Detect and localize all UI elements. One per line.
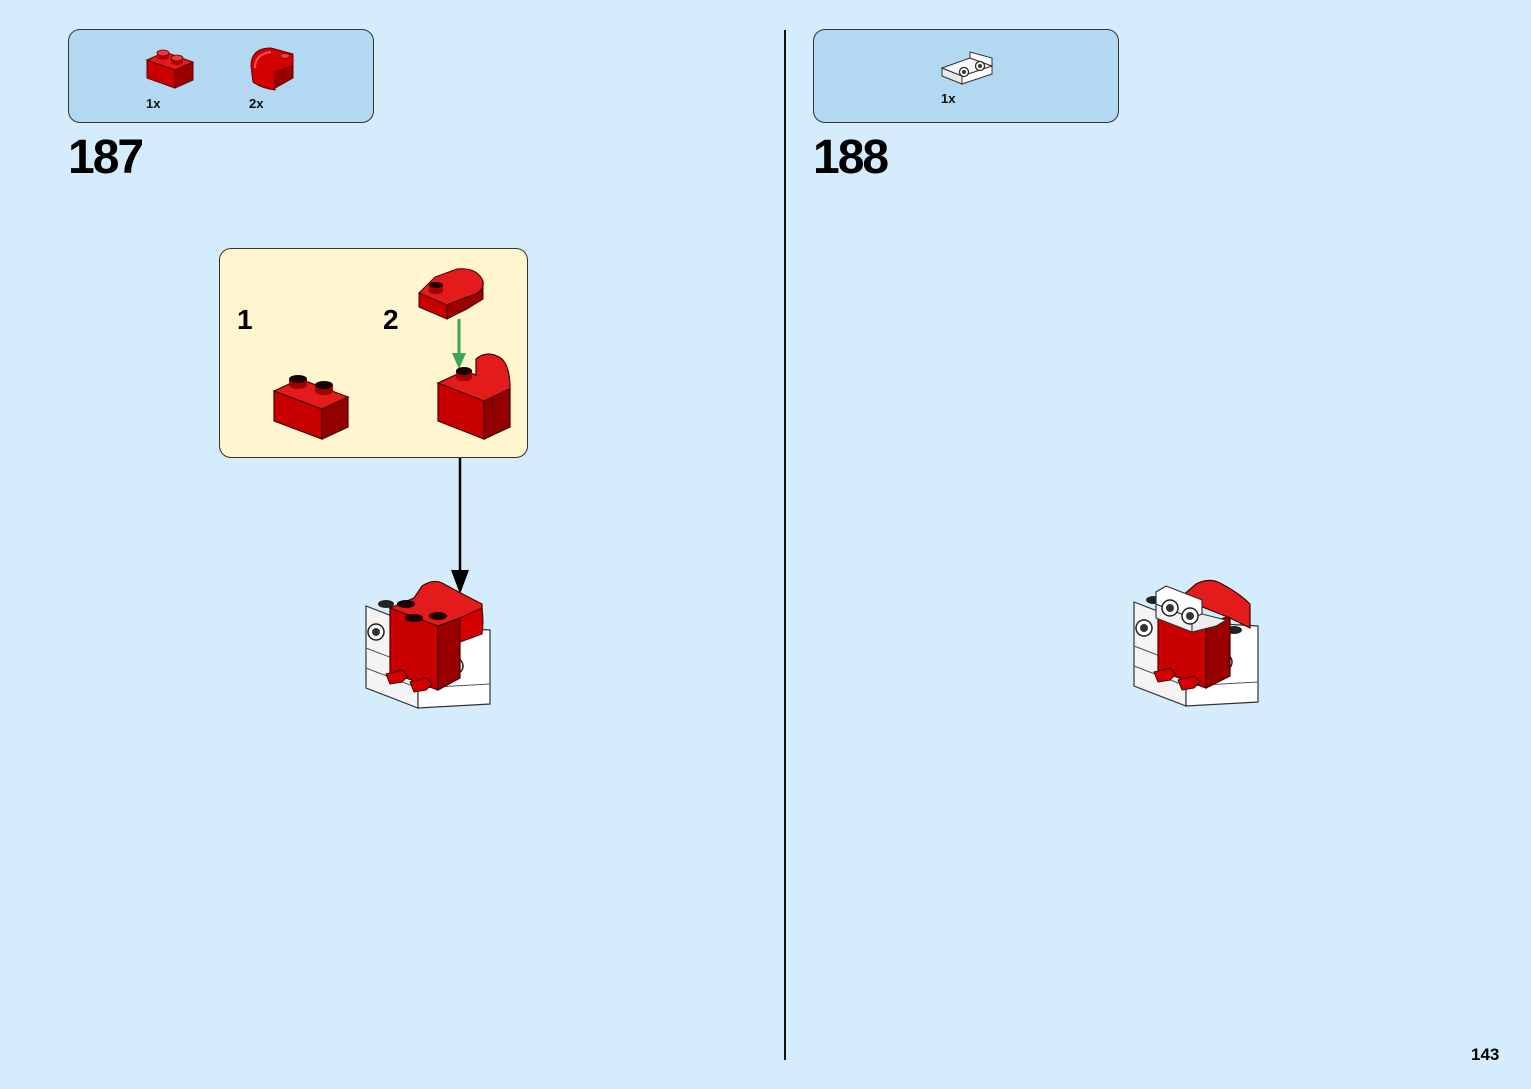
model-188-icon <box>1130 578 1262 717</box>
white-bracket-plate-icon <box>940 50 994 90</box>
substep-number-1: 1 <box>237 304 253 335</box>
page-divider <box>784 30 786 1060</box>
model-187-icon <box>362 578 494 717</box>
parts-list-188: 1x <box>813 29 1119 123</box>
green-arrow-icon <box>452 319 466 376</box>
part-qty-1: 1x <box>146 96 161 111</box>
parts-list-187: 1x 2x <box>68 29 374 123</box>
red-assembled-bricks-icon <box>436 349 516 449</box>
step-number-188: 188 <box>813 131 889 184</box>
step-number-187: 187 <box>68 131 144 184</box>
black-arrow-icon <box>451 458 469 603</box>
red-curved-slope-icon <box>247 44 301 94</box>
substep-number-2: 2 <box>383 304 399 335</box>
part-qty-1: 1x <box>941 91 956 106</box>
red-brick-1x2-icon <box>145 44 197 90</box>
subassembly-box: 1 2 <box>219 248 528 458</box>
part-qty-2: 2x <box>249 96 264 111</box>
red-brick-1x2-icon <box>272 369 352 446</box>
red-curved-slope-icon <box>417 265 487 330</box>
page-number: 143 <box>1471 1045 1500 1064</box>
